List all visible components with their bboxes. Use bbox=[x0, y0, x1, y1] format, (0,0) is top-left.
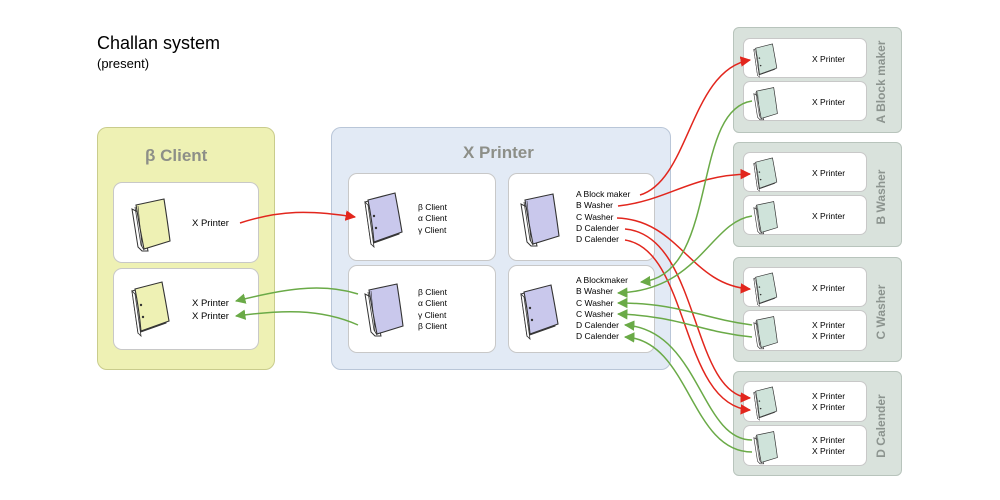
printer-received-vendor-labels: A Blockmaker B Washer C Washer C Washer … bbox=[576, 275, 628, 342]
washer-c-received-labels: X Printer bbox=[812, 283, 846, 293]
client-received-challan-labels: X Printer X Printer bbox=[192, 298, 229, 322]
blockmaker-received-labels: X Printer bbox=[812, 54, 846, 64]
washer-c-sent-labels: X Printer X Printer bbox=[812, 320, 846, 342]
calender-d-sent-labels: X Printer X Printer bbox=[812, 435, 846, 457]
challan-book-icon bbox=[361, 280, 405, 338]
challan-book-icon bbox=[128, 195, 172, 253]
challan-binder-icon bbox=[750, 42, 780, 78]
client-sent-challan-card: X Printer bbox=[113, 182, 259, 263]
washer-c-received-card: X Printer bbox=[743, 267, 867, 307]
challan-binder-icon bbox=[128, 279, 172, 337]
challan-binder-icon bbox=[517, 282, 561, 340]
printer-received-vendor-card: A Blockmaker B Washer C Washer C Washer … bbox=[508, 265, 655, 353]
calender-d-sent-card: X Printer X Printer bbox=[743, 425, 867, 466]
diagram-title: Challan system bbox=[97, 33, 221, 53]
challan-book-icon bbox=[750, 199, 780, 235]
calender-d-panel-title: D Calender bbox=[874, 394, 888, 458]
printer-sent-vendor-card: A Block maker B Washer C Washer D Calend… bbox=[508, 173, 655, 261]
washer-b-panel-title: B Washer bbox=[874, 169, 888, 225]
calender-d-received-card: X Printer X Printer bbox=[743, 381, 867, 422]
washer-b-sent-card: X Printer bbox=[743, 195, 867, 235]
blockmaker-received-card: X Printer bbox=[743, 38, 867, 78]
client-received-challan-card: X Printer X Printer bbox=[113, 268, 259, 350]
client-sent-challan-labels: X Printer bbox=[192, 218, 229, 229]
challan-binder-icon bbox=[750, 385, 780, 421]
blockmaker-panel-title: A Block maker bbox=[874, 40, 888, 124]
diagram-subtitle: (present) bbox=[97, 56, 150, 71]
washer-b-received-labels: X Printer bbox=[812, 168, 846, 178]
printer-sent-client-card: β Client α Client γ Client β Client bbox=[348, 265, 496, 353]
challan-binder-icon bbox=[361, 190, 405, 248]
printer-sent-vendor-labels: A Block maker B Washer C Washer D Calend… bbox=[576, 189, 631, 245]
washer-c-sent-card: X Printer X Printer bbox=[743, 310, 867, 351]
challan-book-icon bbox=[750, 429, 780, 465]
challan-binder-icon bbox=[750, 271, 780, 307]
challan-book-icon bbox=[750, 85, 780, 121]
printer-received-client-card: β Client α Client γ Client bbox=[348, 173, 496, 261]
printer-panel-title: X Printer bbox=[463, 143, 534, 162]
challan-binder-icon bbox=[750, 156, 780, 192]
washer-b-received-card: X Printer bbox=[743, 152, 867, 192]
challan-book-icon bbox=[517, 190, 561, 248]
calender-d-received-labels: X Printer X Printer bbox=[812, 391, 846, 413]
blockmaker-sent-card: X Printer bbox=[743, 81, 867, 121]
challan-book-icon bbox=[750, 314, 780, 350]
client-panel-title: β Client bbox=[145, 146, 208, 165]
blockmaker-sent-labels: X Printer bbox=[812, 97, 846, 107]
washer-b-sent-labels: X Printer bbox=[812, 211, 846, 221]
washer-c-panel-title: C Washer bbox=[874, 284, 888, 340]
printer-sent-client-labels: β Client α Client γ Client β Client bbox=[418, 287, 448, 331]
printer-received-client-labels: β Client α Client γ Client bbox=[418, 202, 448, 235]
